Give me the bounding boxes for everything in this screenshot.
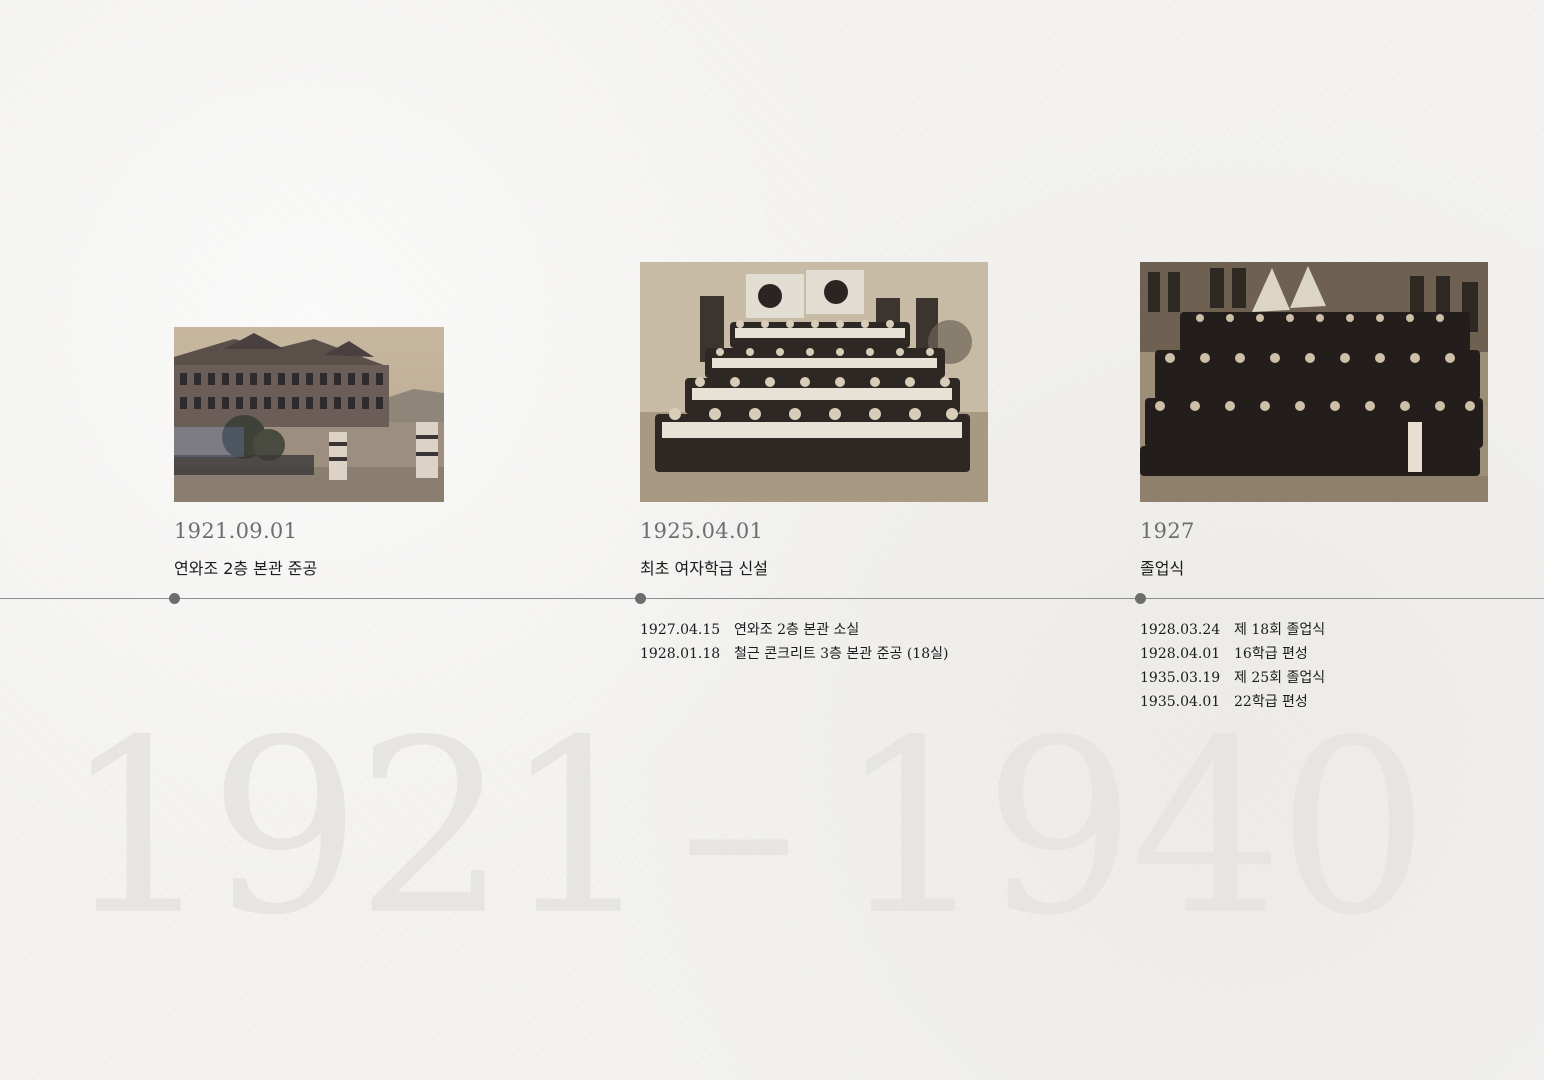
item-date: 1921.09.01 xyxy=(174,519,298,543)
timeline-dot xyxy=(169,593,180,604)
timeline-axis xyxy=(0,598,1544,599)
event-text: 제 18회 졸업식 xyxy=(1234,622,1326,638)
event-date: 1935.04.01 xyxy=(1140,694,1221,710)
range-dash: – xyxy=(678,688,799,968)
event-date: 1928.01.18 xyxy=(640,646,721,662)
graduation-group-photo xyxy=(1140,262,1488,502)
school-building-photo xyxy=(174,327,444,502)
event-item: 1927.04.15 연와조 2층 본관 소실 xyxy=(640,618,948,642)
event-text: 철근 콘크리트 3층 본관 준공 (18실) xyxy=(734,646,949,662)
event-item: 1928.04.01 16학급 편성 xyxy=(1140,642,1325,666)
item-title: 연와조 2층 본관 준공 xyxy=(174,559,318,578)
timeline-dot xyxy=(1135,593,1146,604)
event-date: 1928.04.01 xyxy=(1140,646,1221,662)
event-date: 1927.04.15 xyxy=(640,622,721,638)
event-list: 1928.03.24 제 18회 졸업식 1928.04.01 16학급 편성 19… xyxy=(1140,618,1325,714)
item-date: 1925.04.01 xyxy=(640,519,764,543)
event-date: 1928.03.24 xyxy=(1140,622,1221,638)
event-item: 1935.04.01 22학급 편성 xyxy=(1140,690,1325,714)
event-list: 1927.04.15 연와조 2층 본관 소실 1928.01.18 철근 콘크리트… xyxy=(640,618,948,666)
event-item: 1928.01.18 철근 콘크리트 3층 본관 준공 (18실) xyxy=(640,642,948,666)
year-range-watermark: 1921–1940 xyxy=(62,688,1430,968)
item-date: 1927 xyxy=(1140,519,1195,543)
item-title: 최초 여자학급 신설 xyxy=(640,559,768,578)
event-item: 1935.03.19 제 25회 졸업식 xyxy=(1140,666,1325,690)
timeline-dot xyxy=(635,593,646,604)
event-item: 1928.03.24 제 18회 졸업식 xyxy=(1140,618,1325,642)
event-text: 22학급 편성 xyxy=(1234,694,1308,710)
event-date: 1935.03.19 xyxy=(1140,670,1221,686)
event-text: 16학급 편성 xyxy=(1234,646,1308,662)
class-group-photo xyxy=(640,262,988,502)
event-text: 연와조 2층 본관 소실 xyxy=(734,622,860,638)
item-title: 졸업식 xyxy=(1140,559,1185,578)
range-start: 1921 xyxy=(62,688,655,968)
event-text: 제 25회 졸업식 xyxy=(1234,670,1326,686)
range-end: 1940 xyxy=(836,688,1430,968)
